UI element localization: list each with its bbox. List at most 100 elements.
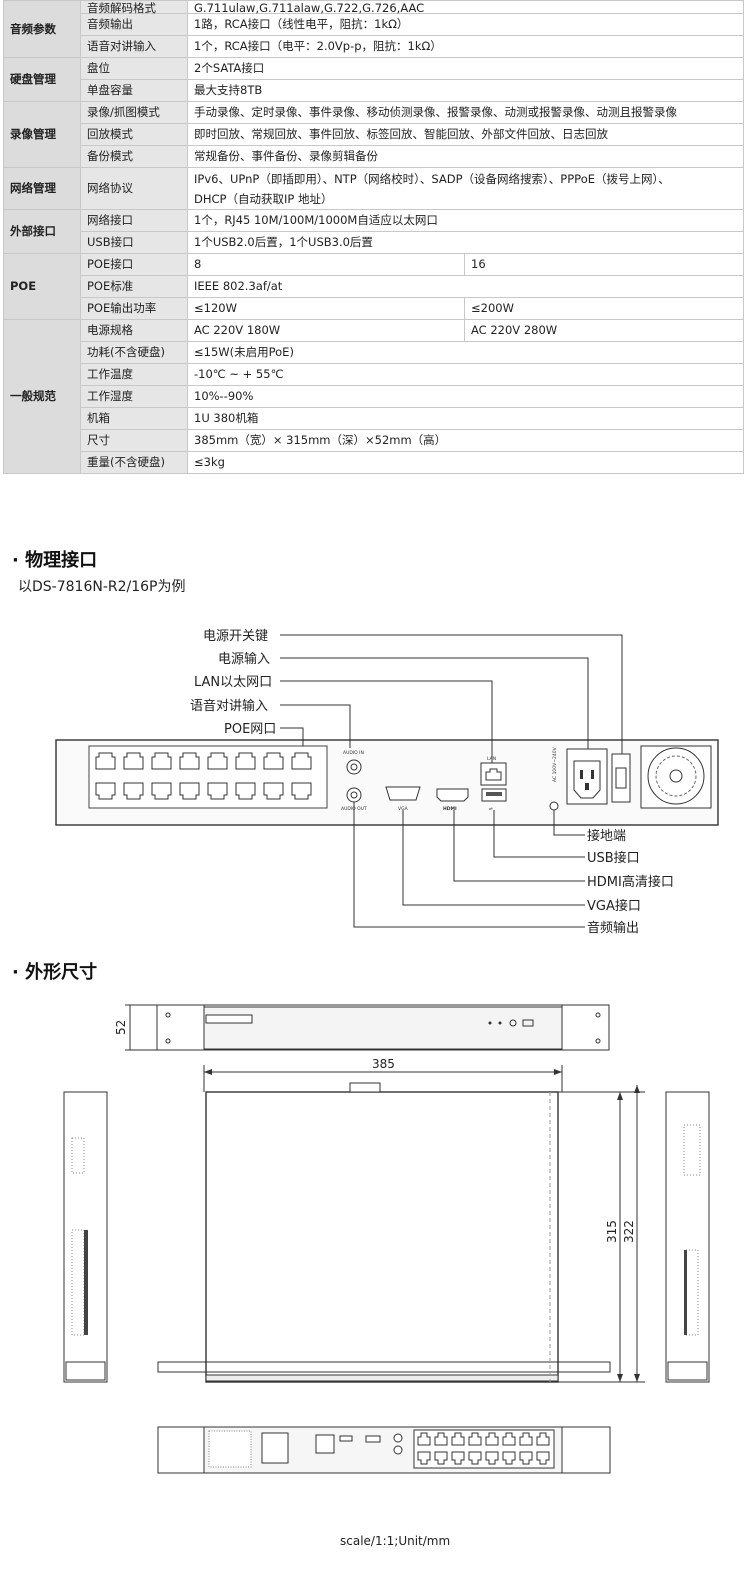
rj45-port — [417, 1451, 431, 1465]
top-rack-ears — [157, 1361, 611, 1373]
rj45-port — [179, 752, 200, 770]
section-subtitle: 以DS-7816N-R2/16P为例 — [18, 579, 186, 595]
callout-lines-bottom — [353, 802, 585, 928]
dim-depth-label: 315 — [605, 1220, 619, 1243]
callout-line-lan — [280, 680, 493, 763]
screw-hole — [165, 1038, 171, 1044]
value-line: IPv6、UPnP（即插即用）、NTP（网络校时）、SADP（设备网络搜索）、P… — [194, 171, 670, 186]
callout-audio-in: 语音对讲输入 — [190, 698, 268, 714]
value-cell: ≤15W(未启用PoE) — [186, 341, 745, 364]
scale-note: scale/1:1;Unit/mm — [340, 1534, 451, 1548]
value-cell: 2个SATA接口 — [186, 57, 745, 80]
rear-view — [157, 1426, 611, 1474]
callout-line-audio-out — [353, 802, 585, 928]
side-right-ear — [667, 1361, 708, 1381]
cat-network: 网络管理 — [3, 167, 81, 210]
callout-hdmi: HDMI高清接口 — [587, 874, 674, 890]
side-left-ear — [65, 1361, 106, 1381]
value-cell: 1U 380机箱 — [186, 407, 745, 430]
param-cell: 机箱 — [80, 407, 188, 430]
value-cell: IEEE 802.3af/at — [186, 275, 745, 298]
param-cell: POE输出功率 — [80, 297, 188, 320]
rear-poe-ports — [417, 1432, 550, 1465]
rj45-port — [179, 782, 200, 800]
rj45-port — [235, 782, 256, 800]
dim-width-label: 385 — [372, 1057, 395, 1071]
callout-line-switch — [280, 634, 623, 754]
rj45-port — [451, 1451, 465, 1465]
top-chassis — [205, 1091, 559, 1383]
value-line: DHCP（自动获取IP 地址） — [194, 191, 333, 206]
callout-poe: POE网口 — [224, 722, 276, 737]
value-cell: 1个，RCA接口（电平：2.0Vp-p，阻抗：1kΩ） — [186, 35, 745, 58]
value-cell: 1个USB2.0后置，1个USB3.0后置 — [186, 231, 745, 254]
cat-general: 一般规范 — [3, 319, 81, 474]
callout-power-input: 电源输入 — [218, 651, 270, 667]
vga-port — [385, 786, 421, 801]
callout-power-switch: 电源开关键 — [203, 629, 268, 644]
value-cell: 常规备份、事件备份、录像剪辑备份 — [186, 145, 745, 168]
dim-depth-total-label: 322 — [622, 1220, 636, 1243]
value-cell: AC 220V 180W — [187, 319, 465, 342]
rj45-port — [235, 752, 256, 770]
value-cell: 8 — [187, 253, 465, 276]
value-cell: 1个，RJ45 10M/100M/1000M自适应以太网口 — [186, 209, 745, 232]
param-cell: 工作温度 — [80, 363, 188, 386]
lan-port — [480, 762, 507, 786]
callout-line-audio-in — [280, 704, 351, 748]
poe-port-block — [88, 745, 328, 809]
top-rear-edge — [205, 1374, 559, 1382]
rj45-port — [417, 1432, 431, 1446]
param-cell: 单盘容量 — [80, 79, 188, 102]
usb-tongue — [486, 792, 502, 796]
rj45-port — [263, 752, 284, 770]
rj45-port — [434, 1451, 448, 1465]
rj45-port — [95, 752, 116, 770]
rj45-port — [95, 782, 116, 800]
rj45-port — [485, 1451, 499, 1465]
callout-usb: USB接口 — [587, 850, 640, 866]
value-cell: 16 — [463, 253, 745, 276]
rear-poe-block — [413, 1429, 555, 1469]
front-view: 52 — [114, 1004, 610, 1051]
param-cell: 网络接口 — [80, 209, 188, 232]
vga-mark: VGA — [398, 806, 409, 812]
rack-ear-right — [561, 1004, 610, 1051]
rj45-port — [291, 752, 312, 770]
cat-disk: 硬盘管理 — [3, 57, 81, 102]
power-socket-inner — [573, 760, 601, 799]
screw-hole — [595, 1012, 601, 1018]
callout-line-poe — [280, 727, 304, 746]
top-view — [157, 1082, 611, 1383]
callout-audio-out: 音频输出 — [587, 920, 639, 936]
side-view-left — [63, 1091, 108, 1383]
side-ribs — [84, 1230, 88, 1335]
callout-vga: VGA接口 — [587, 898, 641, 914]
rear-fan-grille — [208, 1430, 252, 1468]
pin — [580, 770, 583, 779]
param-cell: POE接口 — [80, 253, 188, 276]
rear-audio-jack — [393, 1445, 403, 1455]
front-panel — [203, 1006, 563, 1050]
rj45-port — [536, 1432, 550, 1446]
value-cell: IPv6、UPnP（即插即用）、NTP（网络校时）、SADP（设备网络搜索）、P… — [186, 167, 745, 210]
front-label-plate — [205, 1014, 253, 1024]
param-cell: 尺寸 — [80, 429, 188, 452]
screw-hole — [595, 1038, 601, 1044]
param-cell: 重量(不含硬盘) — [80, 451, 188, 474]
section-title-dimensions: · 外形尺寸 — [12, 962, 98, 983]
value-cell: AC 220V 280W — [463, 319, 745, 342]
pin — [591, 770, 594, 779]
lan-socket — [485, 768, 502, 781]
value-cell: 1路，RCA接口（线性电平，阻抗：1kΩ） — [186, 13, 745, 36]
rj45-port — [123, 782, 144, 800]
rj45-port — [207, 752, 228, 770]
value-cell: G.711ulaw,G.711alaw,G.722,G.726,AAC — [186, 0, 745, 14]
value-cell: ≤200W — [463, 297, 745, 320]
ir-receiver — [509, 1019, 517, 1027]
side-vent — [685, 1249, 699, 1336]
rj45-port — [468, 1432, 482, 1446]
value-cell: -10℃ ~ + 55℃ — [186, 363, 745, 386]
cat-poe: POE — [3, 253, 81, 320]
audio-in-jack-core — [350, 763, 358, 771]
